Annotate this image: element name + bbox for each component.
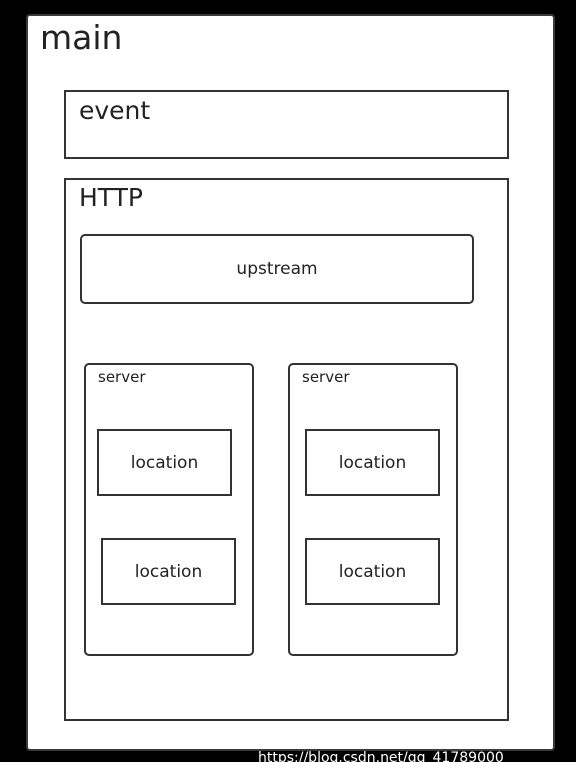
location-label-1a: location xyxy=(130,452,199,473)
event-label: event xyxy=(79,96,151,125)
server-label-2: server xyxy=(302,368,350,386)
location-label-1b: location xyxy=(134,561,203,582)
location-block-1a: location xyxy=(97,429,232,496)
location-block-2b: location xyxy=(305,538,440,605)
watermark-url: https://blog.csdn.net/qq_41789000 xyxy=(258,751,504,762)
upstream-block: upstream xyxy=(80,234,474,304)
location-label-2b: location xyxy=(338,561,407,582)
server-label-1: server xyxy=(98,368,146,386)
server-block-2: server xyxy=(288,363,458,656)
upstream-label: upstream xyxy=(236,259,318,279)
location-label-2a: location xyxy=(338,452,407,473)
main-label: main xyxy=(40,18,123,57)
location-block-2a: location xyxy=(305,429,440,496)
http-label: HTTP xyxy=(79,183,143,212)
location-block-1b: location xyxy=(101,538,236,605)
event-block: event xyxy=(64,90,509,159)
server-block-1: server xyxy=(84,363,254,656)
